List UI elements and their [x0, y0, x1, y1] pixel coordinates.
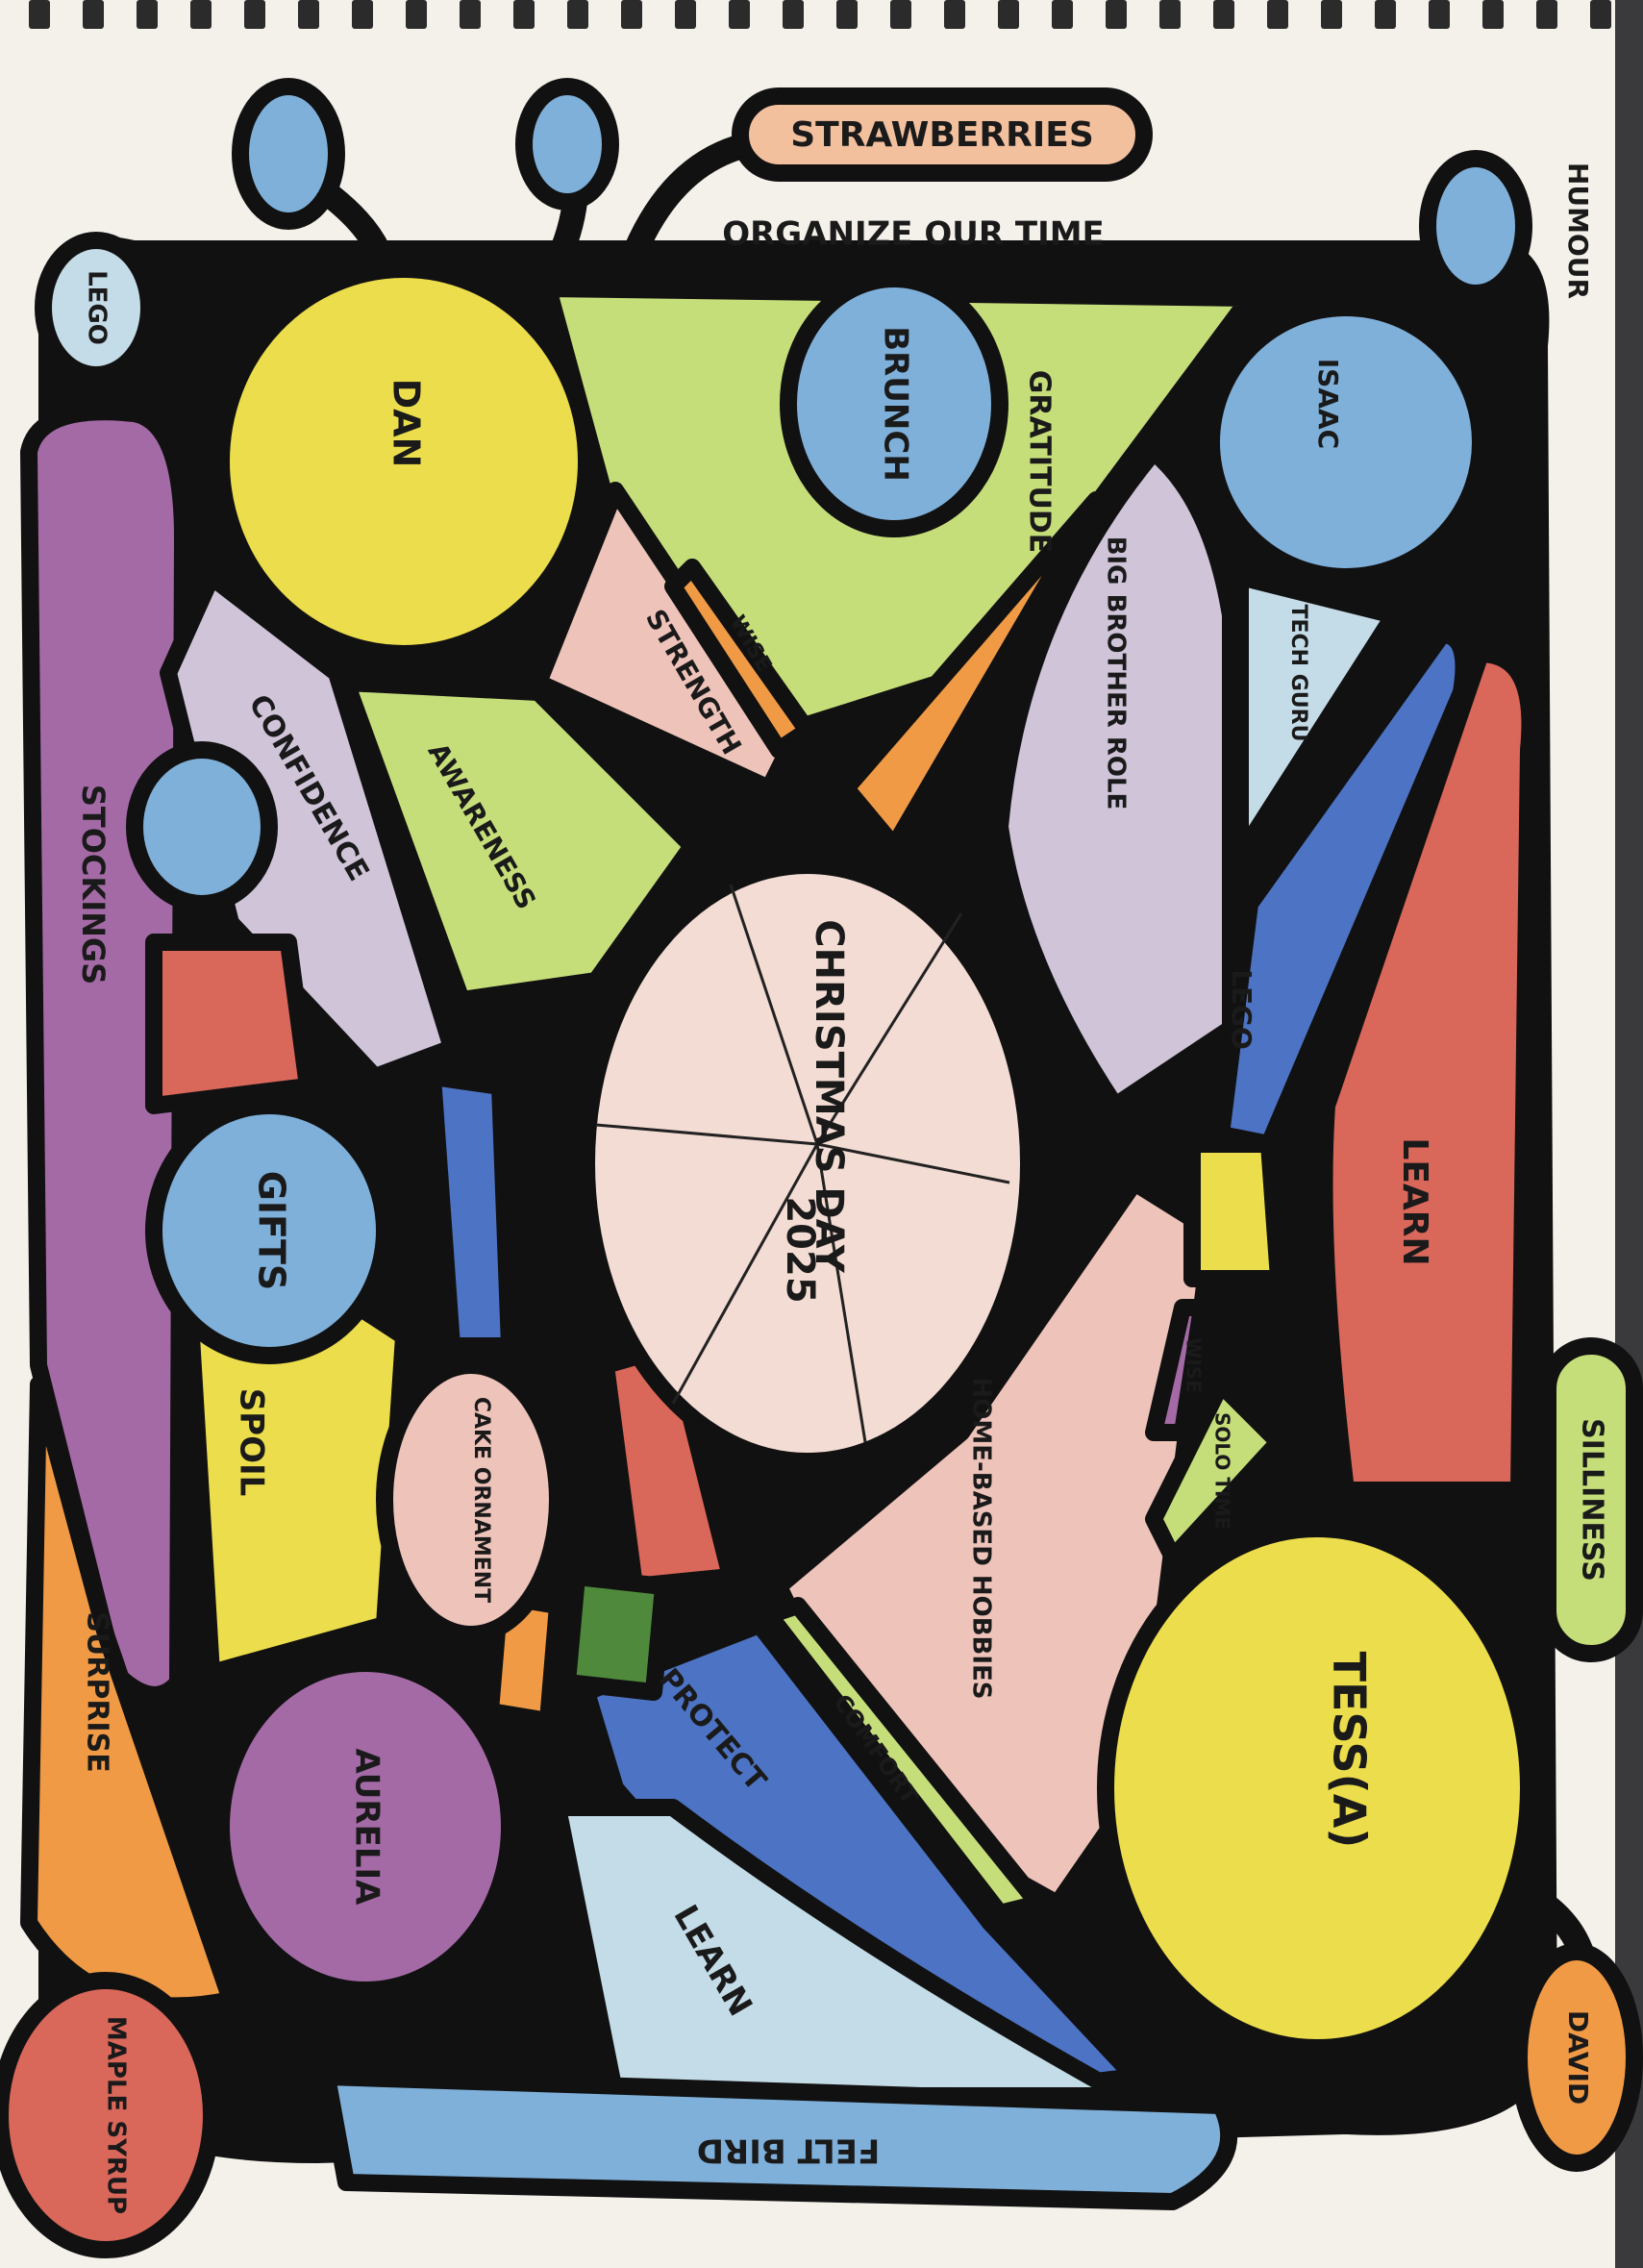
binding-ring — [83, 0, 104, 29]
binding-ring — [998, 0, 1019, 29]
binding-ring — [1267, 0, 1288, 29]
binding-ring — [890, 0, 911, 29]
binding-ring — [567, 0, 588, 29]
awareness-shape — [337, 674, 701, 1009]
binding-ring — [1536, 0, 1557, 29]
binding-ring — [460, 0, 481, 29]
binding-ring — [1590, 0, 1611, 29]
wise-right-shape — [1145, 1299, 1210, 1441]
christmas-lines — [595, 884, 1010, 1443]
yellow-patch-right — [1183, 1135, 1287, 1287]
red-patch-left — [145, 934, 316, 1114]
label-wise-right: WISE — [1182, 1337, 1206, 1393]
label-felt-bird: FELT BIRD — [697, 2131, 881, 2170]
isaac-bubble — [1203, 299, 1489, 586]
purple-top-bubble — [232, 78, 345, 230]
brunch-bubble — [780, 270, 1008, 537]
maple-syrup-bubble — [0, 1972, 220, 2258]
label-aurelia: AURELIA — [348, 1749, 386, 1907]
bubbles — [126, 261, 1537, 2056]
label-cake-ornament: CAKE ORNAMENT — [469, 1397, 493, 1603]
label-david: DAVID — [1562, 2010, 1594, 2105]
lego-top-bubble — [35, 232, 158, 384]
label-silliness: SILLINESS — [1576, 1418, 1609, 1582]
label-learn-right: LEARN — [1395, 1137, 1434, 1265]
aurelia-bubble — [212, 1655, 518, 1999]
learn-bottom-shape — [549, 1799, 1133, 2105]
label-home-based-hobbies: HOME-BASED HOBBIES — [967, 1377, 996, 1699]
gifts-bubble — [145, 1097, 393, 1364]
label-stockings: STOCKINGS — [75, 785, 112, 984]
label-christmas-day: CHRISTMAS DAY — [807, 919, 851, 1273]
comfort-shape — [760, 1597, 1047, 1922]
stockings-shape — [20, 403, 191, 1704]
label-lego-right: LEGO — [1226, 969, 1257, 1050]
binding-ring — [352, 0, 373, 29]
label-organize-our-time: ORGANIZE OUR TIME — [722, 215, 1105, 254]
navy-patch-small — [424, 1068, 518, 1355]
binding-ring — [1052, 0, 1073, 29]
binding-ring — [783, 0, 804, 29]
binding-ring — [621, 0, 642, 29]
tech-guru-shape — [1232, 568, 1403, 864]
label-tess: TESS(A) — [1324, 1652, 1376, 1849]
tess-bubble — [1097, 1520, 1537, 2056]
binding-ring — [190, 0, 212, 29]
binding-ring — [406, 0, 427, 29]
label-surprise: SURPRISE — [81, 1611, 114, 1772]
orange-sliver-shape — [837, 491, 1105, 855]
binding-ring — [29, 0, 50, 29]
binding-ring — [675, 0, 696, 29]
label-big-brother-role: BIG BROTHER ROLE — [1102, 536, 1131, 810]
wise-top-shape — [664, 559, 816, 759]
binding-ring — [298, 0, 319, 29]
binding-ring — [1213, 0, 1234, 29]
label-solo-time: SOLO TIME — [1211, 1412, 1234, 1530]
blue-top-bubble — [515, 78, 619, 211]
binding-ring — [1375, 0, 1396, 29]
felt-bird-shape — [318, 2068, 1238, 2210]
confidence-shape — [160, 568, 461, 1085]
cake-ornament-bubble — [376, 1357, 566, 1643]
binding-ring — [1321, 0, 1342, 29]
label-dan: DAN — [386, 379, 428, 468]
regions — [20, 280, 1539, 2210]
label-brunch: BRUNCH — [877, 326, 915, 482]
label-spoil: SPOIL — [233, 1388, 271, 1497]
binding-ring — [944, 0, 965, 29]
learn-right-shape — [1315, 645, 1539, 1499]
pickle-bubble — [1419, 150, 1532, 302]
binding-ring — [836, 0, 858, 29]
label-humour: HUMOUR — [1562, 162, 1594, 299]
small-blue-bubble — [126, 741, 278, 912]
strawberries-pill — [732, 87, 1153, 182]
label-year: 2025 — [778, 1196, 822, 1303]
label-strawberries: STRAWBERRIES — [790, 115, 1094, 155]
label-gifts: GIFTS — [251, 1171, 293, 1291]
binding-ring — [1482, 0, 1504, 29]
green-patch-small — [559, 1568, 672, 1701]
label-gratitude: GRATITUDE — [1023, 370, 1057, 553]
label-lego-top: LEGO — [83, 270, 112, 345]
label-tech-guru: TECH GURU — [1286, 605, 1310, 742]
binding-ring — [1159, 0, 1181, 29]
binding-ring — [137, 0, 158, 29]
david-bubble — [1510, 1943, 1643, 2172]
solo-time-shape — [1145, 1376, 1287, 1566]
binding-ring — [1106, 0, 1127, 29]
label-isaac: ISAAC — [1312, 359, 1344, 449]
binding-ring — [1429, 0, 1450, 29]
binding-ring — [729, 0, 750, 29]
dan-bubble — [212, 261, 595, 662]
silliness-pill — [1539, 1337, 1643, 1662]
spiral-binding — [0, 0, 1643, 38]
label-maple-syrup: MAPLE SYRUP — [102, 2016, 131, 2214]
big-brother-shape — [991, 443, 1239, 1114]
binding-ring — [244, 0, 265, 29]
top-bubbles — [0, 78, 1643, 2258]
binding-ring — [513, 0, 535, 29]
